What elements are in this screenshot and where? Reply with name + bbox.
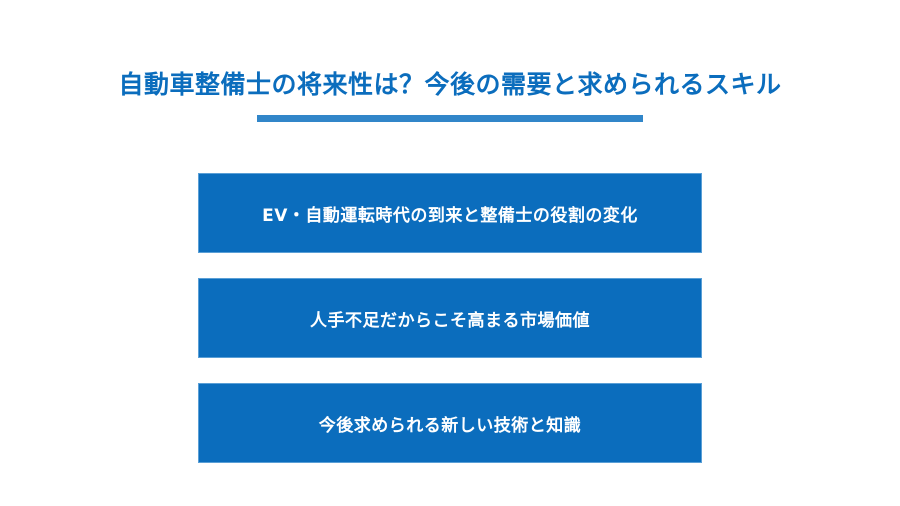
section-box-new-skills[interactable]: 今後求められる新しい技術と知識 [198, 383, 702, 463]
title-underline-divider [257, 115, 643, 122]
section-box-ev-autonomous[interactable]: EV・自動運転時代の到来と整備士の役割の変化 [198, 173, 702, 253]
page-title: 自動車整備士の将来性は？今後の需要と求められるスキル [118, 69, 782, 99]
section-box-labor-shortage[interactable]: 人手不足だからこそ高まる市場価値 [198, 278, 702, 358]
section-label: 人手不足だからこそ高まる市場価値 [310, 310, 590, 331]
section-label: 今後求められる新しい技術と知識 [318, 415, 582, 436]
section-label: EV・自動運転時代の到来と整備士の役割の変化 [262, 205, 638, 226]
